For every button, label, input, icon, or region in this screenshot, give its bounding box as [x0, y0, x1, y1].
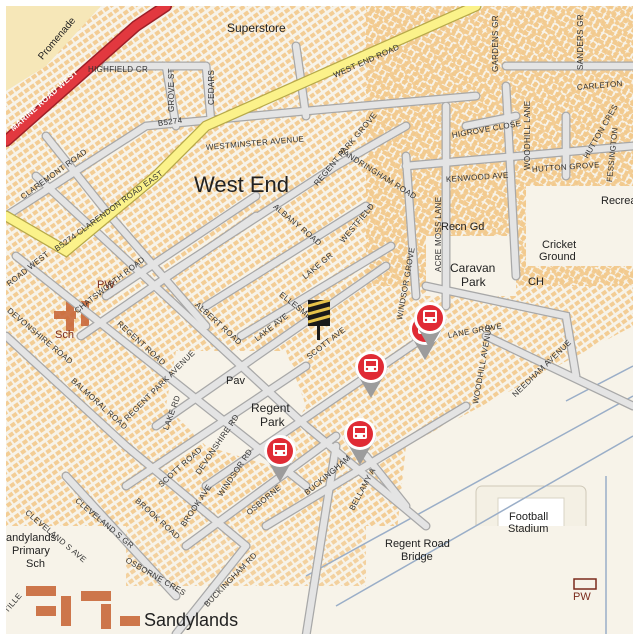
- regent-road-bridge-label-2: Bridge: [401, 551, 433, 563]
- map-canvas[interactable]: Superstore West End Sandylands Regent Pa…: [6, 6, 633, 634]
- recrea-label: Recrea: [601, 195, 633, 207]
- cricket-ground-label-2: Ground: [539, 251, 576, 263]
- pw-west-label: PW: [97, 279, 115, 291]
- grove-st-label: Grove St: [167, 68, 176, 112]
- caravan-park-label-2: Park: [461, 275, 486, 289]
- pw-east-label: PW: [573, 591, 591, 603]
- west-end-label: West End: [194, 172, 289, 197]
- woodhill-lane-label: Woodhill Lane: [523, 100, 532, 170]
- regent-park-label-2: Park: [260, 415, 285, 429]
- football-stadium-label-2: Stadium: [508, 523, 549, 535]
- cricket-ground-label-1: Cricket: [542, 239, 577, 251]
- caravan-park-label-1: Caravan: [450, 261, 496, 275]
- regent-road-bridge-label-1: Regent Road: [385, 538, 450, 550]
- sandylands-primary-label-3: Sch: [26, 558, 45, 570]
- ch-label: CH: [528, 276, 544, 288]
- acre-moss-lane-label: Acre Moss Lane: [434, 196, 443, 272]
- sandylands-primary-label-2: Primary: [12, 545, 50, 557]
- bus-icon: [355, 351, 387, 398]
- bus-icon: [414, 302, 446, 349]
- sch-label: Sch: [55, 329, 74, 341]
- flag-marker-icon[interactable]: [307, 298, 332, 340]
- football-stadium-label-1: Football: [509, 511, 549, 523]
- bus-icon: [344, 418, 376, 465]
- sandylands-label: Sandylands: [144, 610, 239, 630]
- superstore-label: Superstore: [227, 21, 286, 35]
- bus-stop-pin[interactable]: [261, 433, 299, 483]
- sandylands-primary-label-1: andylands: [6, 532, 57, 544]
- bus-stop-pin[interactable]: [352, 349, 390, 399]
- map-graphics: [6, 6, 633, 634]
- pav-label: Pav: [226, 375, 245, 387]
- sanders-gr-label: Sanders Gr: [576, 14, 585, 70]
- bus-stop-pin[interactable]: [411, 300, 449, 350]
- gardens-gr-label: Gardens Gr: [491, 15, 500, 72]
- recn-gd-label: Recn Gd: [441, 221, 485, 233]
- bus-stop-pin[interactable]: [341, 416, 379, 466]
- bus-icon: [264, 435, 296, 482]
- highfield-cr-label: Highfield Cr: [88, 65, 149, 74]
- cedars-label: Cedars: [207, 69, 216, 105]
- regent-park-label-1: Regent: [251, 401, 290, 415]
